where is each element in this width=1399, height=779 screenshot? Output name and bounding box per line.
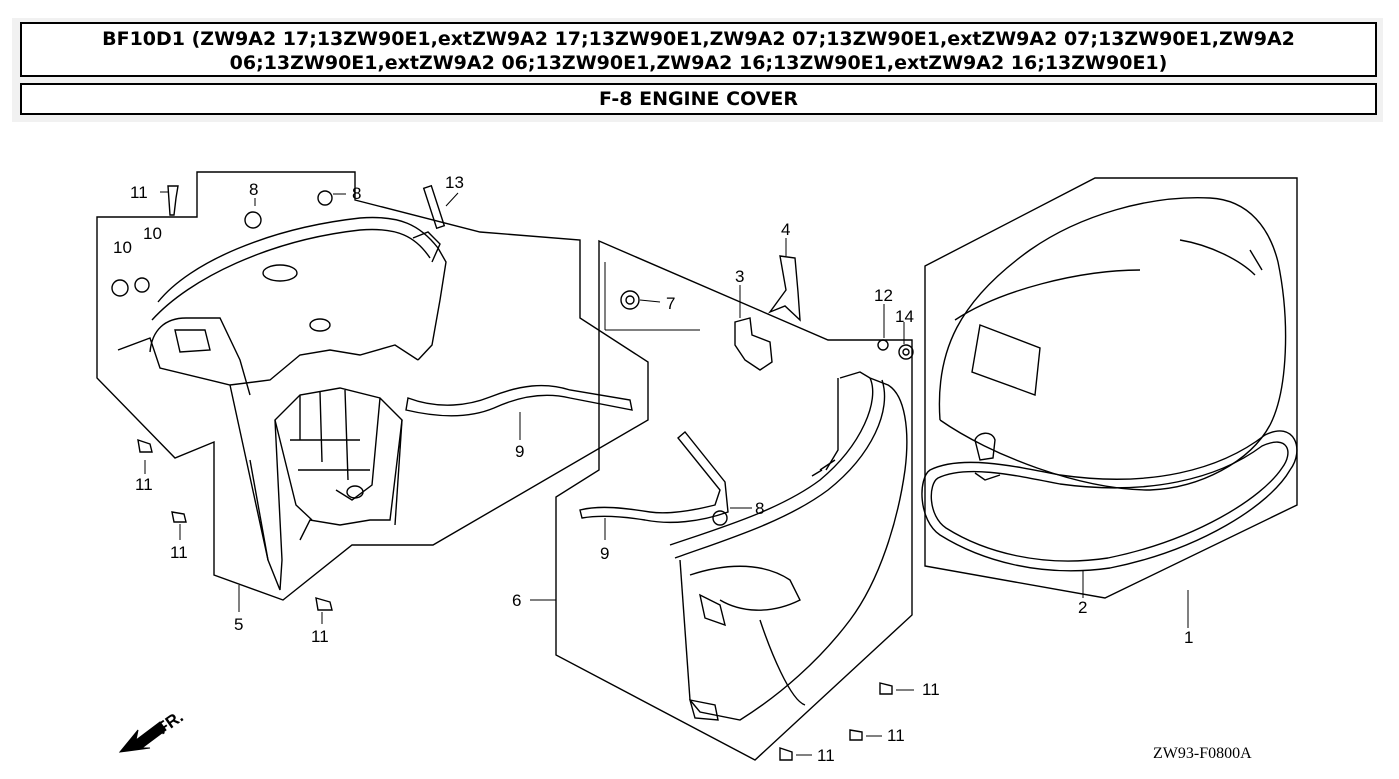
drawing-code: ZW93-F0800A <box>1153 745 1252 762</box>
spring-4 <box>768 255 801 322</box>
leader-lines <box>144 191 1189 756</box>
group-outline-1 <box>924 177 1298 599</box>
group-outline-5 <box>96 171 649 601</box>
small-hardware <box>111 184 914 761</box>
seal-strip-9-right <box>579 430 729 524</box>
callout-2: 2 <box>1078 598 1087 617</box>
callout-11-c: 11 <box>170 543 188 562</box>
side-cover-6 <box>669 371 908 721</box>
callout-12: 12 <box>874 286 893 305</box>
seal-strip-9-left <box>405 384 633 417</box>
callout-11-b: 11 <box>135 475 153 494</box>
group-outline-6 <box>555 239 913 761</box>
callout-9-a: 9 <box>515 442 524 461</box>
callout-10-b: 10 <box>143 224 162 243</box>
model-title: BF10D1 (ZW9A2 17;13ZW90E1,extZW9A2 17;13… <box>102 28 1295 74</box>
callout-11-d: 11 <box>311 627 329 646</box>
callout-6: 6 <box>512 591 521 610</box>
callout-13: 13 <box>445 173 464 192</box>
callout-10-a: 10 <box>113 238 132 257</box>
callout-5: 5 <box>234 615 243 634</box>
callout-labels: 1 2 3 4 5 6 7 8 8 8 9 9 10 10 11 11 11 1… <box>113 173 1193 765</box>
callout-9-b: 9 <box>600 544 609 563</box>
callout-11-e: 11 <box>922 680 940 699</box>
callout-8-b: 8 <box>352 184 361 203</box>
model-title-box: BF10D1 (ZW9A2 17;13ZW90E1,extZW9A2 17;13… <box>20 22 1377 77</box>
callout-14: 14 <box>895 307 914 326</box>
callout-1: 1 <box>1184 628 1193 647</box>
section-title: F-8 ENGINE COVER <box>598 88 799 110</box>
section-title-box: F-8 ENGINE COVER <box>20 83 1377 115</box>
bracket-3 <box>734 317 773 371</box>
seal-gasket-2 <box>921 430 1298 572</box>
callout-3: 3 <box>735 267 744 286</box>
inner-cover-5 <box>117 216 447 591</box>
front-direction-arrow: FR. <box>118 707 187 753</box>
callout-7: 7 <box>666 294 675 313</box>
callout-4: 4 <box>781 220 790 239</box>
callout-11-f: 11 <box>887 726 905 745</box>
callout-11-g: 11 <box>817 746 835 765</box>
front-arrow-icon <box>118 721 167 753</box>
callout-11-a: 11 <box>130 183 148 202</box>
top-cover-1 <box>938 197 1287 491</box>
callout-8-a: 8 <box>249 180 258 199</box>
callout-8-c: 8 <box>755 499 764 518</box>
